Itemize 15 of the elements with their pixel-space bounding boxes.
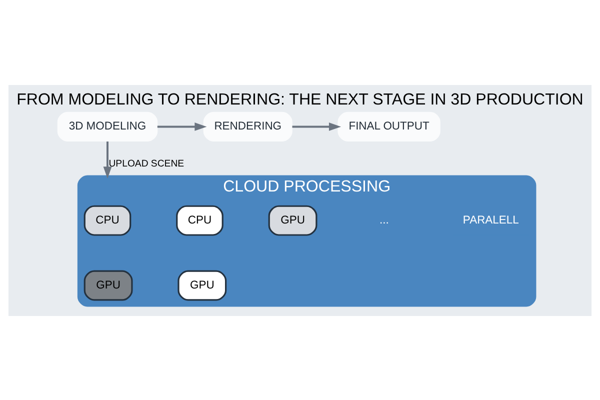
node-box: 3D MODELING bbox=[57, 111, 158, 142]
node-box: GPU bbox=[84, 270, 133, 300]
arrow bbox=[103, 141, 112, 178]
arrow bbox=[292, 122, 342, 130]
arrow bbox=[157, 122, 207, 130]
node-text: PARALELL bbox=[462, 214, 519, 226]
node-box: CPU bbox=[176, 204, 224, 236]
label: ... bbox=[380, 214, 389, 226]
node-box: RENDERING bbox=[203, 111, 292, 142]
node-box: GPU bbox=[268, 204, 318, 236]
node-box: GPU bbox=[178, 270, 227, 300]
node-box: CPU bbox=[84, 204, 132, 236]
node-box: FINAL OUTPUT bbox=[338, 111, 440, 142]
edge-label: UPLOAD SCENE bbox=[108, 158, 184, 169]
diagram-title: FROM MODELING TO RENDERING: THE NEXT STAGE IN 3D PRODUCTION bbox=[16, 90, 584, 108]
